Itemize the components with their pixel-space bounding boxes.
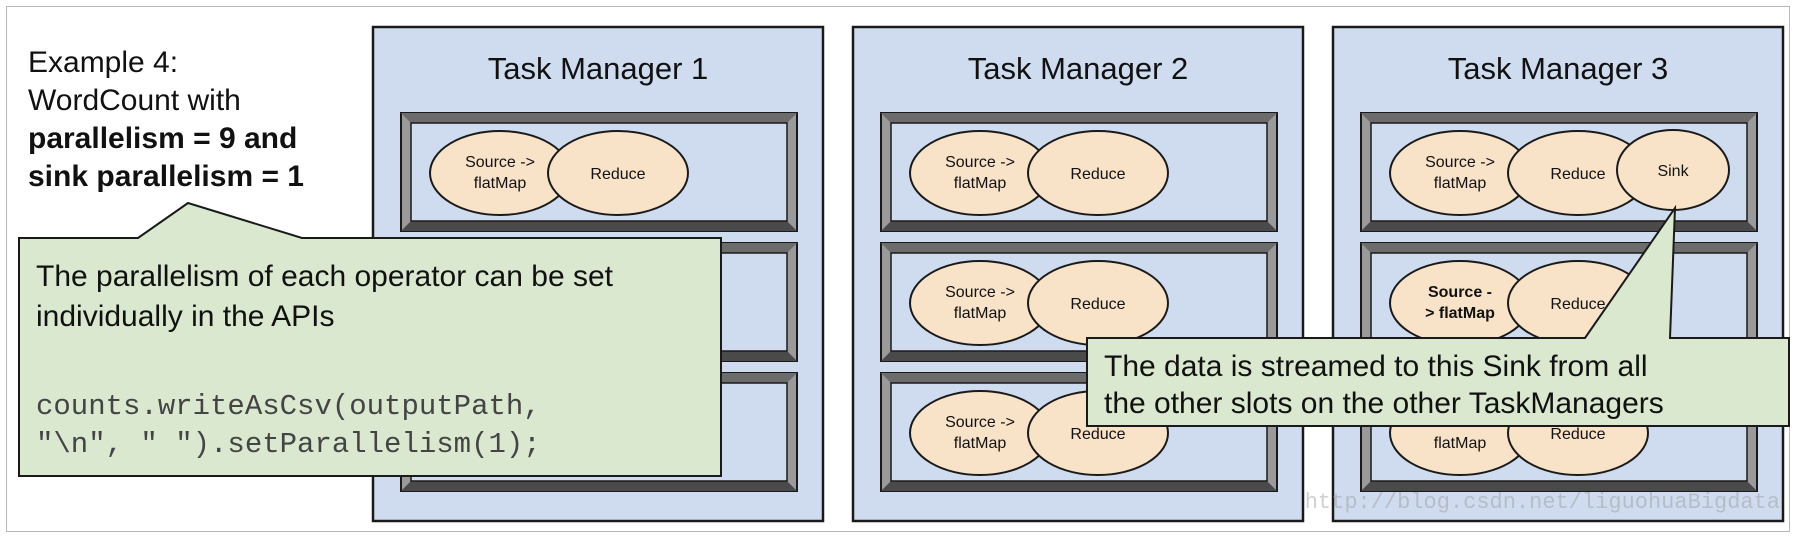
source-flatmap-label-line-1: Source -> — [945, 154, 1015, 171]
reduce-label: Reduce — [590, 166, 645, 183]
example-line-4: sink parallelism = 1 — [28, 160, 304, 193]
task-slot: Source -> flatMap Reduce — [880, 372, 1278, 492]
task-manager-title: Task Manager 3 — [1448, 51, 1669, 86]
reduce-label: Reduce — [1550, 166, 1605, 183]
parallelism-callout-code-1: counts.writeAsCsv(outputPath, — [36, 390, 541, 423]
slot-bevel-bottom — [1361, 481, 1757, 491]
source-flatmap-label-line-2: flatMap — [954, 435, 1007, 452]
source-flatmap-label-line-1: Source - — [1428, 284, 1492, 301]
reduce-label: Reduce — [1070, 426, 1125, 443]
parallelism-callout-bubble — [18, 201, 722, 477]
reduce-operator — [1027, 130, 1169, 216]
task-slot: Source -> flatMap Reduce — [400, 112, 798, 232]
watermark-text: http://blog.csdn.net/liguohuaBigdata — [1305, 490, 1780, 515]
task-slot: Source -> flatMap Reduce — [880, 242, 1278, 362]
source-flatmap-label-line-1: Source -> — [945, 414, 1015, 431]
slot-bevel-bottom — [881, 481, 1277, 491]
slot-bevel-top — [881, 243, 1277, 253]
source-flatmap-label-line-2: flatMap — [1434, 435, 1487, 452]
reduce-label: Reduce — [1070, 166, 1125, 183]
reduce-label: Reduce — [1550, 296, 1605, 313]
source-flatmap-label-line-2: flatMap — [1434, 175, 1487, 192]
parallelism-callout-line-2: individually in the APIs — [36, 300, 335, 333]
sink-callout-line-1: The data is streamed to this Sink from a… — [1104, 350, 1648, 383]
sink-callout: The data is streamed to this Sink from a… — [1086, 204, 1790, 427]
task-manager-title: Task Manager 2 — [968, 51, 1189, 86]
slot-bevel-top — [1361, 113, 1757, 123]
example-line-1: Example 4: — [28, 46, 179, 79]
source-flatmap-label-line-2: > flatMap — [1425, 305, 1495, 322]
reduce-label: Reduce — [1550, 426, 1605, 443]
parallelism-callout: The parallelism of each operator can be … — [18, 201, 722, 477]
callouts-layer: The parallelism of each operator can be … — [18, 201, 1790, 515]
example-description: Example 4: WordCount with parallelism = … — [28, 44, 368, 196]
slot-bevel-bottom — [881, 221, 1277, 231]
example-line-3: parallelism = 9 and — [28, 122, 298, 155]
reduce-label: Reduce — [1070, 296, 1125, 313]
task-slot: Source - > flatMap Reduce — [1360, 242, 1758, 362]
reduce-operator — [547, 130, 689, 216]
source-flatmap-label-line-1: Source -> — [1425, 154, 1495, 171]
sink-callout-bubble — [1086, 204, 1790, 427]
task-slot: Source -> flatMap Reduce Sink — [1360, 112, 1758, 232]
slot-bevel-bottom — [1361, 221, 1757, 231]
figure-frame — [6, 6, 1790, 532]
slot-bevel-top — [1361, 243, 1757, 253]
parallelism-callout-code-2: "\n", " ").setParallelism(1); — [36, 428, 541, 461]
source-flatmap-label-line-2: flatMap — [954, 175, 1007, 192]
task-manager-title: Task Manager 1 — [488, 51, 709, 86]
parallelism-callout-line-1: The parallelism of each operator can be … — [36, 260, 614, 293]
source-flatmap-label-line-2: flatMap — [954, 305, 1007, 322]
source-flatmap-label-line-1: Source -> — [465, 154, 535, 171]
source-flatmap-label-line-1: Source -> — [945, 284, 1015, 301]
slot-bevel-top — [881, 113, 1277, 123]
task-slot: Source -> flatMap Reduce — [880, 112, 1278, 232]
sink-label: Sink — [1657, 163, 1689, 180]
slot-bevel-bottom — [401, 481, 797, 491]
example-line-2: WordCount with — [28, 84, 241, 117]
source-flatmap-label-line-2: flatMap — [474, 175, 527, 192]
slot-bevel-top — [401, 113, 797, 123]
sink-callout-line-2: the other slots on the other TaskManager… — [1104, 387, 1664, 420]
slot-bevel-bottom — [401, 221, 797, 231]
